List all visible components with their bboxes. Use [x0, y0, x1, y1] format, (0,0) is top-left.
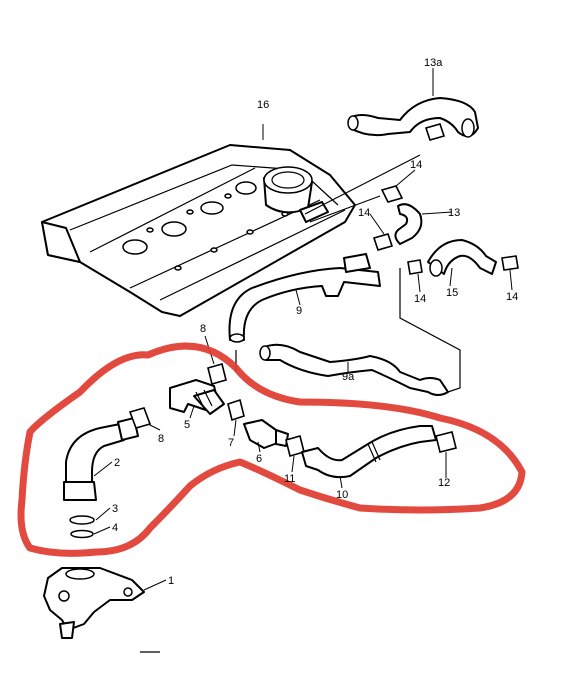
label-7: 7 [228, 437, 234, 449]
valve-cover [41, 144, 356, 317]
hose-13 [372, 185, 519, 275]
label-14-mid: 14 [414, 293, 426, 305]
breather-pipe-13a [347, 97, 479, 141]
clamps-7-8 [207, 363, 245, 422]
hose-9a [259, 343, 449, 396]
label-10: 10 [336, 489, 348, 501]
t-piece-5 [169, 379, 225, 415]
o-ring-4 [70, 529, 94, 539]
label-15: 15 [446, 287, 458, 299]
label-14-top: 14 [410, 159, 422, 171]
connector-lines [235, 154, 461, 393]
label-14-left: 14 [358, 207, 370, 219]
valve-housing-1 [43, 567, 160, 653]
label-9a: 9a [342, 371, 355, 383]
hose-10 [301, 425, 437, 479]
hose-2 [63, 407, 152, 501]
label-11: 11 [284, 473, 295, 485]
label-3: 3 [112, 503, 118, 515]
label-5: 5 [184, 419, 190, 431]
leader-lines [93, 68, 513, 591]
hose-15 [427, 239, 497, 277]
label-2: 2 [114, 457, 120, 469]
clamp-12 [435, 431, 457, 453]
label-1: 1 [168, 575, 174, 587]
label-16: 16 [257, 99, 269, 111]
breather-valve-6 [243, 419, 289, 449]
highlight-outline [17, 342, 526, 557]
label-8: 8 [158, 433, 164, 445]
part-labels: 16 13a 14 13 14 14 15 14 9 8 9a 8 5 7 6 … [112, 57, 518, 587]
label-4: 4 [112, 522, 118, 534]
label-13a: 13a [424, 57, 443, 69]
label-12: 12 [438, 477, 450, 489]
label-8-top: 8 [200, 323, 206, 335]
hose-9 [228, 253, 381, 343]
label-9: 9 [296, 305, 302, 317]
label-13: 13 [448, 207, 460, 219]
seal-3 [69, 515, 95, 525]
label-14-right: 14 [506, 291, 518, 303]
label-6: 6 [256, 453, 262, 465]
